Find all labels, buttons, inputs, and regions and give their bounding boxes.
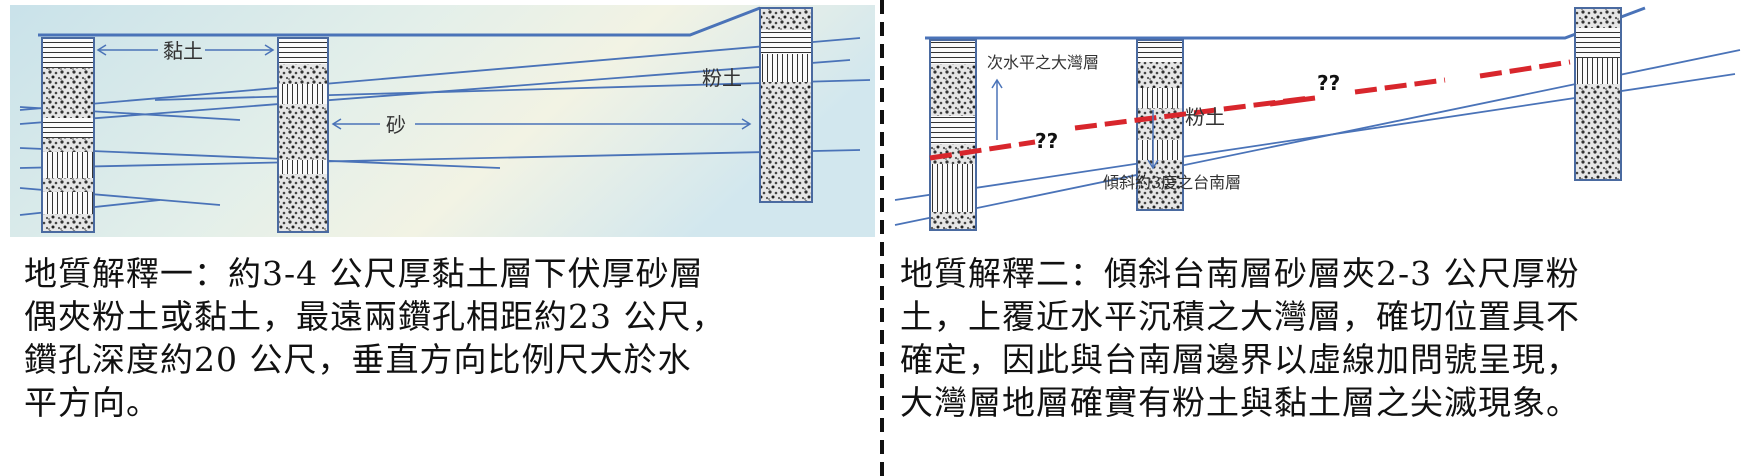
borehole-1 — [929, 39, 977, 231]
borehole-2 — [1136, 39, 1184, 211]
caption-interpretation-2: 地質解釋二：傾斜台南層砂層夾2-3 公尺厚粉 土，上覆近水平沉積之大灣層，確切位… — [900, 252, 1745, 424]
question-mark-2: ?? — [1317, 71, 1340, 95]
ground-surface-line — [38, 6, 761, 37]
clay-span-arrow — [96, 44, 275, 56]
borehole-3 — [759, 7, 813, 203]
geologic-diagram-interpretation-2: ?? ?? 次水平之大灣層 傾斜約3度之台南層 粉土 — [894, 6, 1741, 231]
caption-line: 大灣層地層確實有粉土與黏土層之尖滅現象。 — [900, 383, 1580, 422]
caption-line: 偶夾粉土或黏土，最遠兩鑽孔相距約23 公尺， — [24, 297, 726, 336]
ground-surface-line — [925, 6, 1646, 40]
upper-layer-arrow — [991, 78, 1003, 140]
sand-label: 砂 — [386, 113, 406, 137]
silt-label: 粉土 — [1185, 105, 1225, 129]
geologic-diagram-interpretation-1: 黏土 砂 粉土 — [10, 5, 875, 237]
borehole-2 — [277, 37, 329, 233]
caption-line: 土，上覆近水平沉積之大灣層，確切位置具不 — [900, 297, 1580, 336]
question-mark-1: ?? — [1035, 129, 1058, 153]
lower-layer-label: 傾斜約3度之台南層 — [1103, 173, 1241, 192]
caption-line: 鑽孔深度約20 公尺，垂直方向比例尺大於水 — [24, 340, 692, 379]
lower-layer-arrow — [1147, 110, 1159, 170]
caption-line: 地質解釋二：傾斜台南層砂層夾2-3 公尺厚粉 — [900, 254, 1580, 293]
borehole-3 — [1574, 7, 1622, 181]
upper-layer-label: 次水平之大灣層 — [987, 53, 1099, 72]
caption-line: 確定，因此與台南層邊界以虛線加問號呈現， — [900, 340, 1580, 379]
clay-label: 黏土 — [163, 39, 203, 63]
borehole-1 — [41, 37, 95, 233]
caption-line: 平方向。 — [24, 383, 160, 422]
silt-label: 粉土 — [702, 66, 742, 90]
uncertain-boundary-dashed-line — [929, 59, 1571, 161]
caption-interpretation-1: 地質解釋一：約3-4 公尺厚黏土層下伏厚砂層 偶夾粉土或黏土，最遠兩鑽孔相距約2… — [24, 252, 874, 424]
panel-divider — [880, 0, 884, 476]
diagram-background — [10, 5, 875, 237]
sand-span-arrow — [331, 118, 752, 130]
caption-line: 地質解釋一：約3-4 公尺厚黏土層下伏厚砂層 — [24, 254, 704, 293]
